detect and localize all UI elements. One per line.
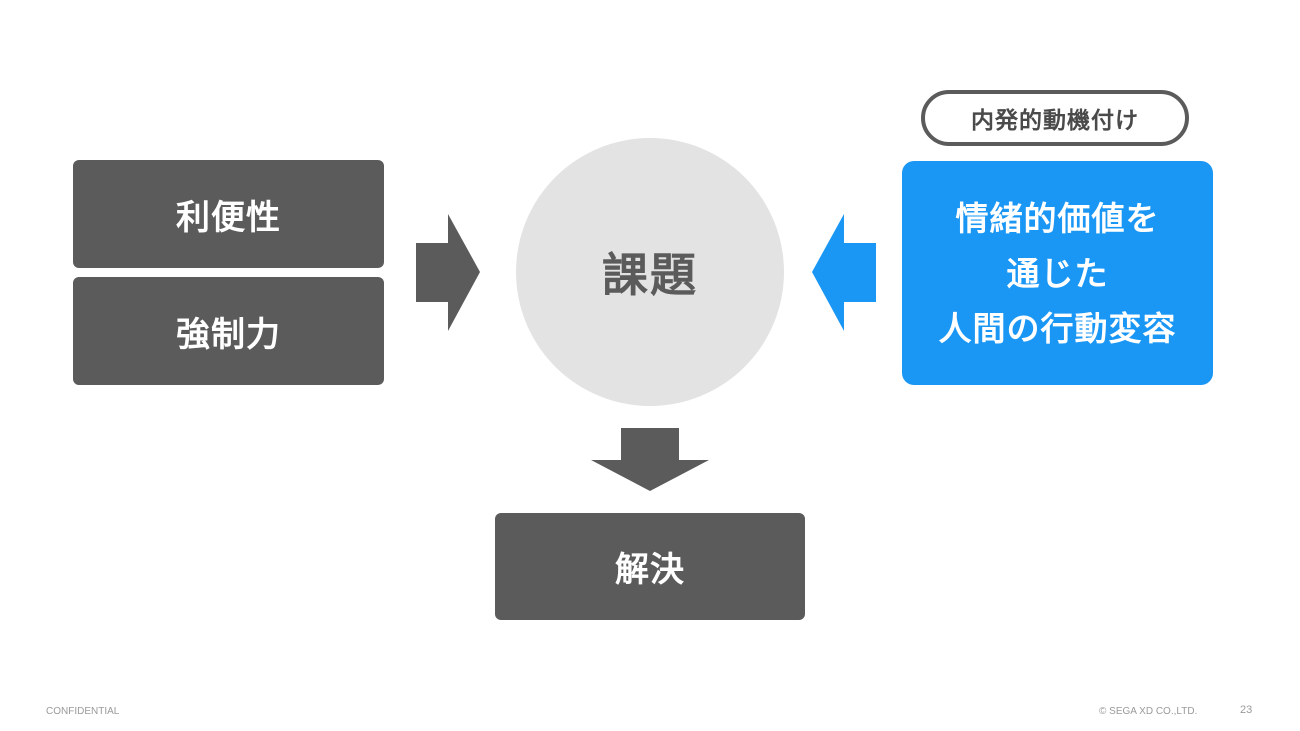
coercion-box: 強制力 [73, 277, 384, 385]
solution-label: 解決 [615, 550, 685, 590]
coercion-label: 強制力 [176, 314, 281, 355]
arrow-right-icon [416, 214, 480, 331]
arrow-down-icon [591, 428, 709, 491]
convenience-box: 利便性 [73, 160, 384, 268]
convenience-label: 利便性 [176, 197, 281, 238]
arrow-left-icon [812, 214, 876, 331]
intrinsic-motivation-label: 内発的動機付け [921, 90, 1189, 146]
emotional-value-line-3: 人間の行動変容 [938, 308, 1177, 348]
solution-box: 解決 [495, 513, 805, 620]
confidential-footer: CONFIDENTIAL [46, 706, 120, 717]
copyright-footer: © SEGA XD CO.,LTD. [1099, 706, 1198, 717]
issue-circle: 課題 [516, 138, 784, 406]
intrinsic-motivation-text: 内発的動機付け [971, 108, 1139, 134]
emotional-value-line-1: 情緒的価値を [955, 198, 1160, 238]
emotional-value-line-2: 通じた [1006, 253, 1109, 293]
emotional-value-box: 情緒的価値を 通じた 人間の行動変容 [902, 161, 1213, 385]
issue-label: 課題 [602, 248, 698, 302]
page-number: 23 [1240, 704, 1253, 716]
